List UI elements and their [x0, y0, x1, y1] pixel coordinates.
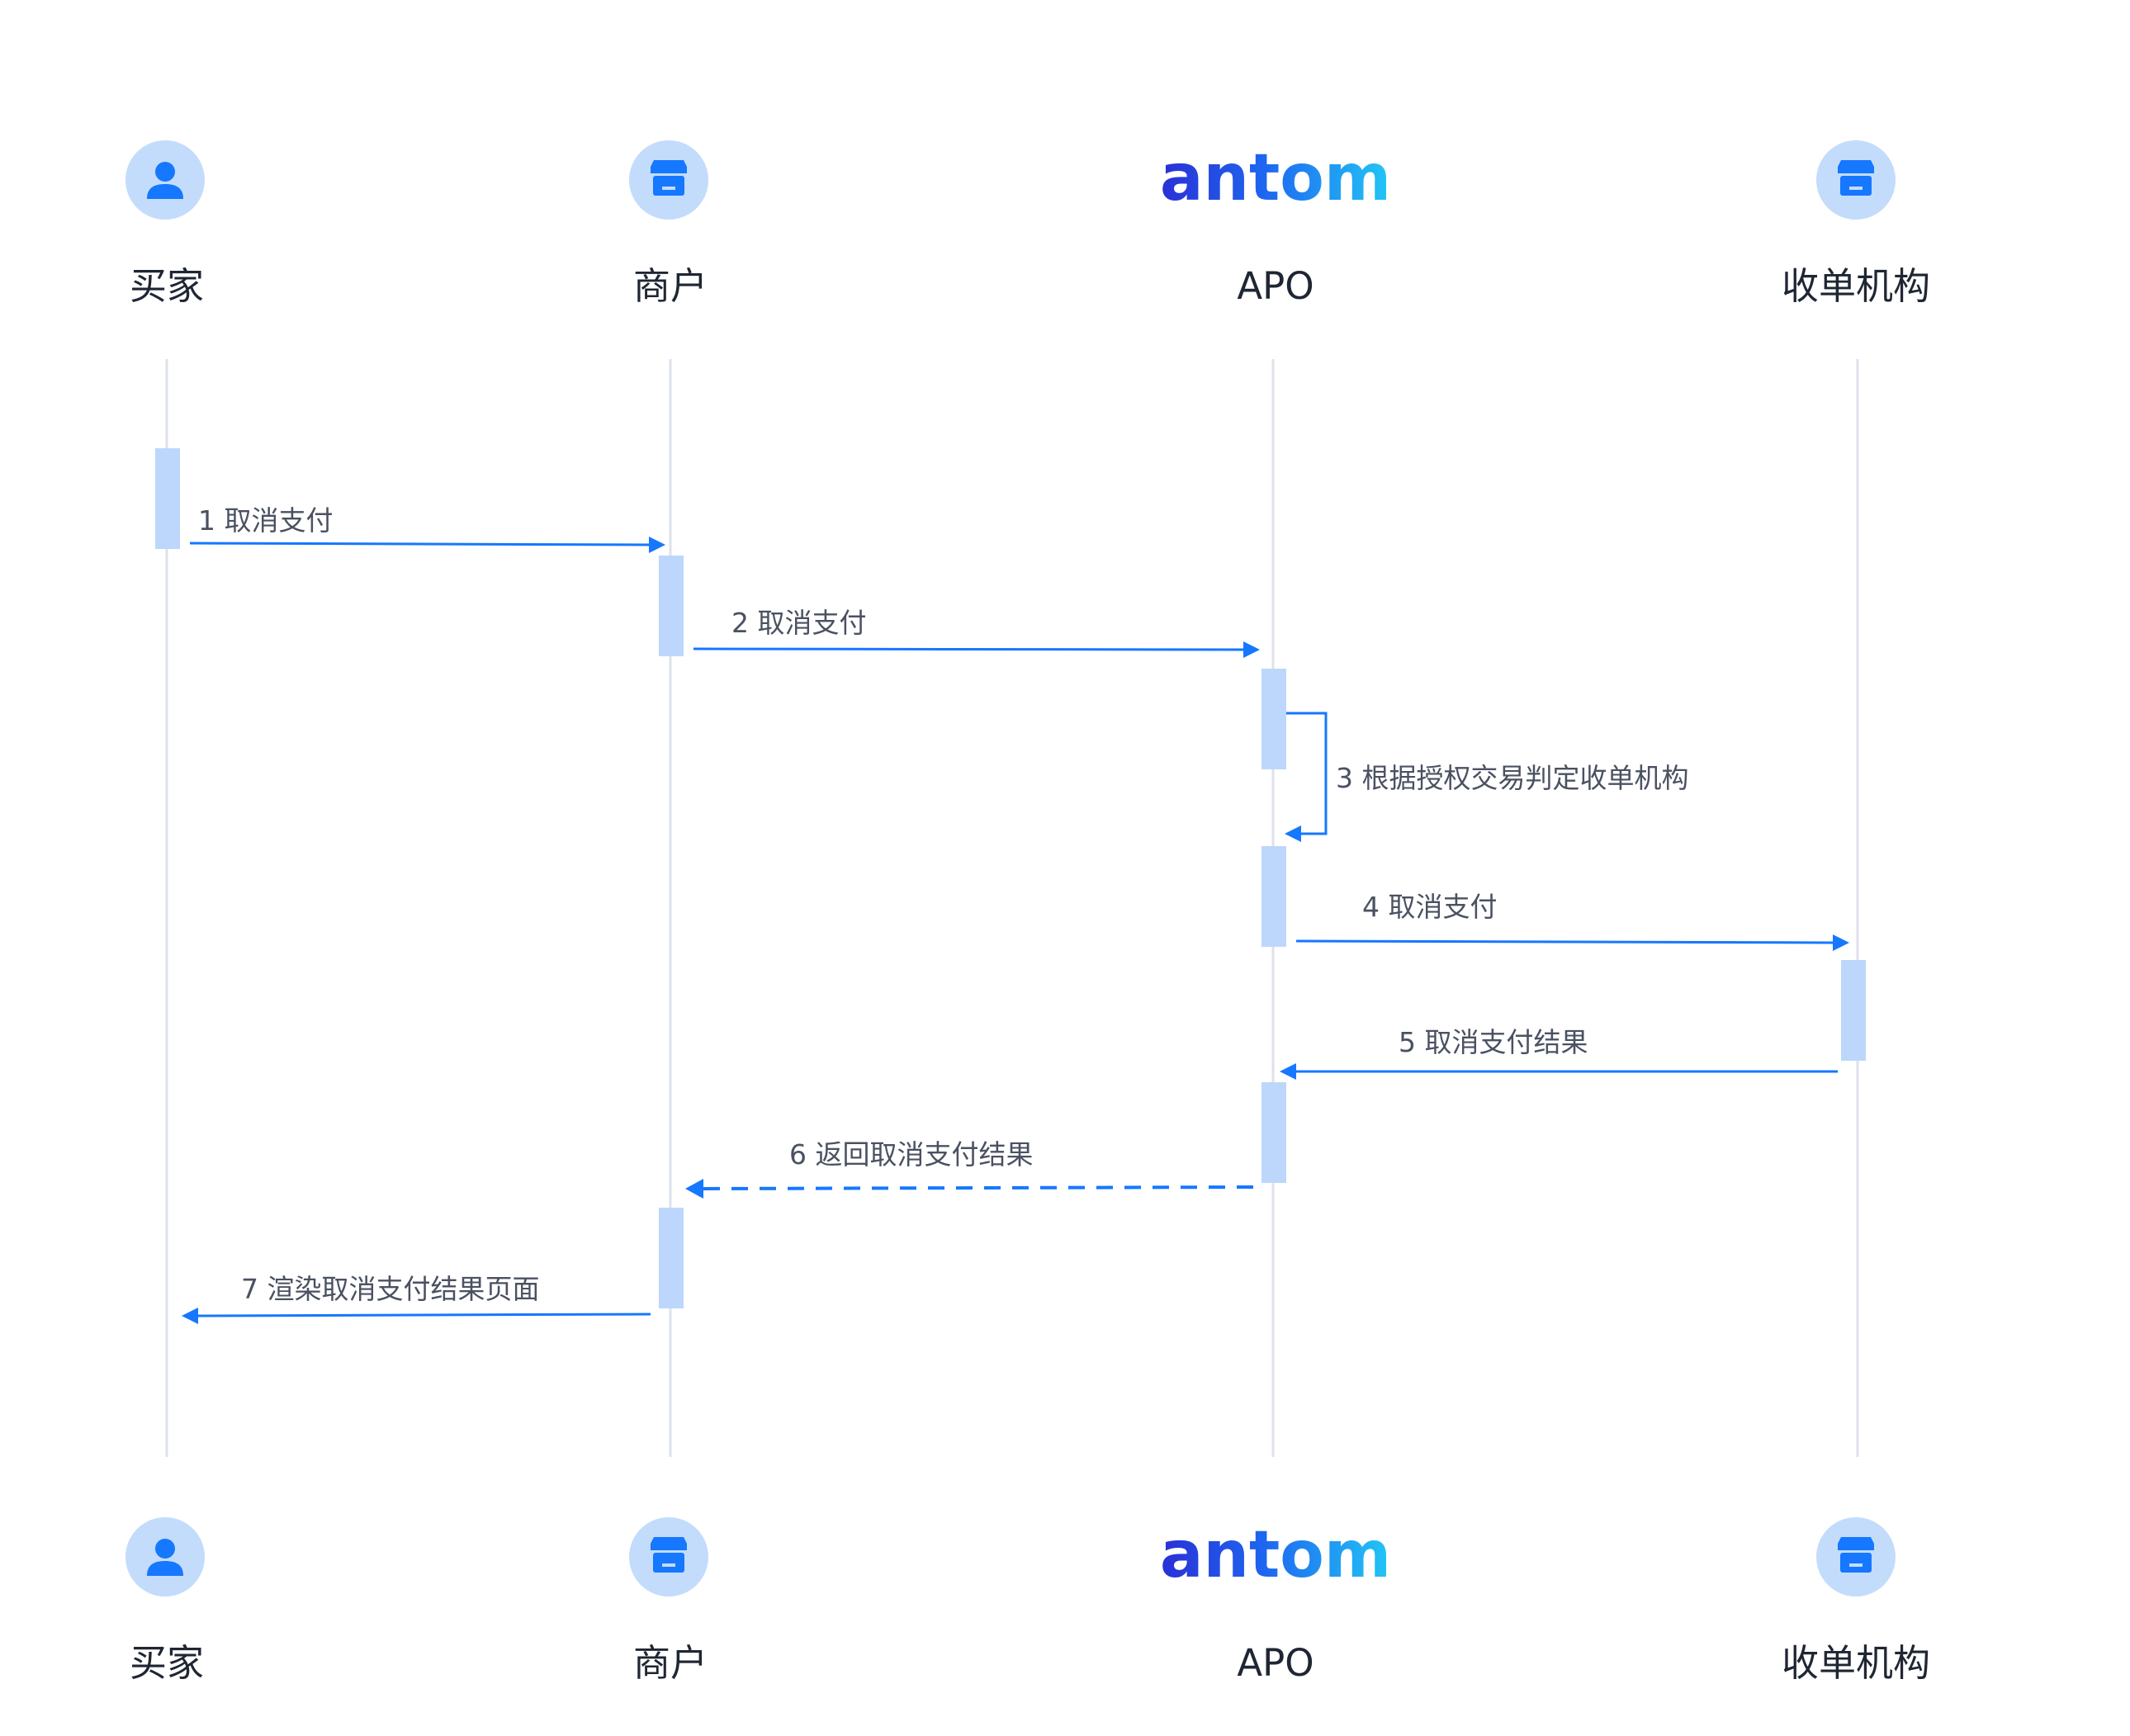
message-5: 5 取消支付结果	[1280, 1026, 1838, 1080]
participant-label: 商户	[633, 1641, 708, 1685]
message-label: 2 取消支付	[731, 607, 867, 639]
participants-top: 买家 商户 antom APO 收单机构	[125, 140, 1930, 308]
participant-label: APO	[1237, 264, 1314, 308]
store-icon-door	[1849, 187, 1863, 190]
message-arrow	[197, 1313, 651, 1317]
arrow-head	[182, 1308, 198, 1324]
participants-bottom: 买家 商户 antom APO 收单机构	[125, 1517, 1930, 1685]
user-icon-head	[155, 1539, 175, 1559]
message-1: 1 取消支付	[189, 504, 665, 553]
arrow-head	[1243, 641, 1260, 658]
participant-acquirer: 收单机构	[1782, 1517, 1930, 1685]
message-label: 6 返回取消支付结果	[789, 1138, 1034, 1171]
participant-label: 买家	[130, 264, 204, 308]
arrow-head	[649, 537, 665, 553]
store-icon-awning	[1838, 1537, 1874, 1550]
activation-bar	[659, 556, 684, 656]
store-icon-door	[1849, 1563, 1863, 1567]
user-icon-body	[147, 1561, 183, 1576]
user-icon-body	[147, 184, 183, 199]
activation-bar	[155, 448, 180, 549]
message-label: 3 根据授权交易判定收单机构	[1336, 762, 1689, 794]
arrow-head	[1833, 934, 1849, 951]
store-icon-body	[653, 176, 684, 196]
message-arrow	[189, 542, 651, 546]
message-3: 3 根据授权交易判定收单机构	[1285, 712, 1689, 842]
message-4: 4 取消支付	[1295, 891, 1849, 951]
activation-bars	[155, 448, 1866, 1308]
participant-label: 收单机构	[1782, 264, 1930, 308]
activation-bar	[1261, 669, 1286, 769]
message-arrow	[1295, 939, 1835, 944]
activation-bar	[1841, 960, 1866, 1061]
store-icon-body	[1840, 176, 1872, 196]
arrow-head	[685, 1179, 703, 1199]
message-label: 1 取消支付	[198, 504, 334, 537]
participant-acquirer: 收单机构	[1782, 140, 1930, 308]
participant-label: 收单机构	[1782, 1641, 1930, 1685]
store-icon-door	[662, 1563, 675, 1567]
participant-buyer: 买家	[125, 140, 205, 308]
participant-apo: antom APO	[1160, 1518, 1391, 1685]
participant-merchant: 商户	[629, 1517, 708, 1685]
message-arrow	[693, 647, 1246, 651]
participant-apo: antom APO	[1160, 141, 1391, 308]
participant-label: 买家	[130, 1641, 204, 1685]
antom-logo: antom	[1160, 1518, 1391, 1592]
store-icon-body	[1840, 1553, 1872, 1573]
participant-buyer: 买家	[125, 1517, 205, 1685]
arrow-head	[1280, 1063, 1296, 1080]
message-7: 7 渲染取消支付结果页面	[182, 1273, 651, 1324]
participant-merchant: 商户	[629, 140, 708, 308]
message-6: 6 返回取消支付结果	[685, 1138, 1254, 1199]
messages: 1 取消支付 2 取消支付 3 根据授权交易判定收单机构 4 取消支付 5 取消…	[182, 504, 1849, 1324]
activation-bar	[1261, 846, 1286, 947]
user-icon-head	[155, 162, 175, 182]
participant-label: APO	[1237, 1641, 1314, 1685]
message-arrow	[1286, 712, 1328, 835]
message-2: 2 取消支付	[693, 607, 1260, 658]
store-icon-body	[653, 1553, 684, 1573]
store-icon-door	[662, 187, 675, 190]
message-arrow	[701, 1185, 1254, 1190]
activation-bar	[1261, 1082, 1286, 1183]
antom-logo: antom	[1160, 141, 1391, 215]
message-label: 7 渲染取消支付结果页面	[241, 1273, 540, 1305]
message-label: 4 取消支付	[1362, 891, 1498, 923]
arrow-head	[1285, 825, 1301, 842]
store-icon-awning	[651, 1537, 687, 1550]
message-label: 5 取消支付结果	[1399, 1026, 1588, 1058]
store-icon-awning	[1838, 160, 1874, 173]
activation-bar	[659, 1208, 684, 1308]
store-icon-awning	[651, 160, 687, 173]
participant-label: 商户	[633, 264, 708, 308]
